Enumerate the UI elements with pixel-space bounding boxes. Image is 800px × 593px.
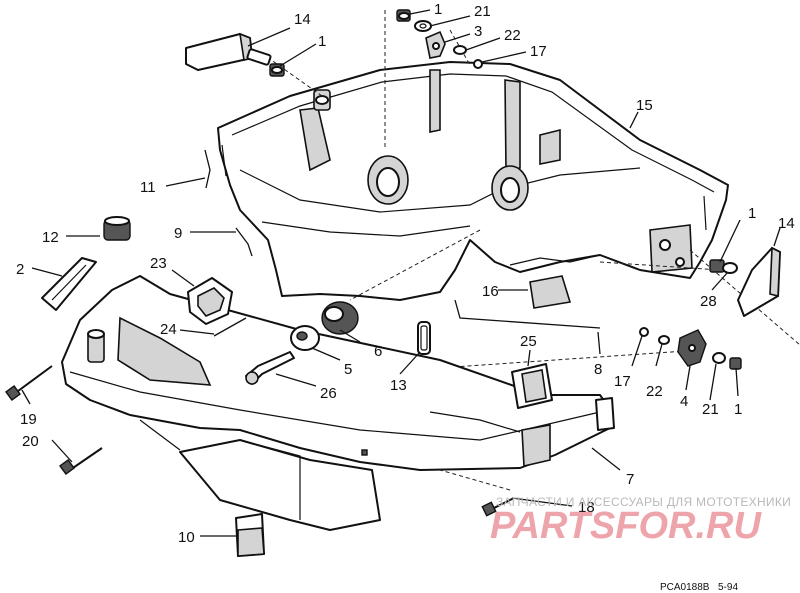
callout-labels: 1 21 3 22 17 14 1 15 11 9 12 2 23 24 6 5… <box>16 1 795 546</box>
part-28-washer <box>722 262 738 274</box>
callout-13: 13 <box>390 377 407 394</box>
callout-2: 2 <box>16 261 24 278</box>
callout-19: 19 <box>20 411 37 428</box>
part-4-bracket <box>677 329 707 367</box>
part-17-screw-top <box>473 59 483 69</box>
part-8-seal-line <box>454 299 601 329</box>
part-18-bolt <box>481 497 515 517</box>
callout-6: 6 <box>374 343 382 360</box>
callout-28: 28 <box>700 293 717 310</box>
part-6-bushing <box>321 301 359 335</box>
callout-24: 24 <box>160 321 177 338</box>
part-14-handle-top <box>185 32 272 71</box>
part-1-nut-right <box>729 357 742 370</box>
callout-5: 5 <box>344 361 352 378</box>
part-1-nut-top-right <box>396 9 411 22</box>
watermark-tagline: ЗАПЧАСТИ И АКСЕССУАРЫ ДЛЯ МОТОТЕХНИКИ <box>496 495 791 509</box>
part-10-pad <box>235 513 265 557</box>
callout-1: 1 <box>734 401 742 418</box>
callout-15: 15 <box>636 97 653 114</box>
part-22-washer-top <box>453 45 467 55</box>
part-1-nut-right-upper <box>709 259 725 273</box>
part-23-boot <box>187 277 233 325</box>
callout-1: 1 <box>748 205 756 222</box>
part-14-handle-right <box>737 246 781 317</box>
part-19-bolt <box>5 365 53 401</box>
part-25-bracket <box>511 363 553 409</box>
callout-20: 20 <box>22 433 39 450</box>
callout-14: 14 <box>294 11 311 28</box>
part-21-washer-right <box>712 352 726 364</box>
watermark-brand: PARTSFOR.RU <box>490 505 762 547</box>
callout-12: 12 <box>42 229 59 246</box>
part-15-lower-cover <box>217 61 729 301</box>
callout-8: 8 <box>594 361 602 378</box>
callout-16: 16 <box>482 283 499 300</box>
callout-23: 23 <box>150 255 167 272</box>
callout-22: 22 <box>504 27 521 44</box>
part-26-stud <box>245 351 295 385</box>
callout-17: 17 <box>614 373 631 390</box>
part-13-clip <box>417 321 431 355</box>
part-17-screw-right <box>639 327 649 337</box>
drawing-code: PCA0188B <box>660 582 710 593</box>
callout-21: 21 <box>474 3 491 20</box>
part-11-seal-mark <box>204 149 211 189</box>
callout-22: 22 <box>646 383 663 400</box>
part-24-pin <box>213 317 247 337</box>
part-2-latch-plate <box>41 257 97 311</box>
callout-1: 1 <box>434 1 442 18</box>
part-21-washer-top <box>414 20 432 32</box>
part-16-pad <box>529 275 572 309</box>
callout-25: 25 <box>520 333 537 350</box>
part-5-bushing <box>290 325 320 351</box>
callout-10: 10 <box>178 529 195 546</box>
callout-1: 1 <box>318 33 326 50</box>
leader-lines <box>21 9 781 537</box>
small-square-mark <box>361 449 368 456</box>
part-3-bracket <box>425 30 446 59</box>
callout-17: 17 <box>530 43 547 60</box>
part-22-washer-right <box>658 335 670 345</box>
callout-21: 21 <box>702 401 719 418</box>
drawing-date: 5-94 <box>718 582 738 593</box>
part-1-nut-top-left <box>269 63 285 77</box>
callout-11: 11 <box>140 179 156 196</box>
part-9-seal-mark <box>235 227 253 257</box>
callout-18: 18 <box>578 499 595 516</box>
part-12-grommet <box>103 216 131 241</box>
part-7-lower-cowl <box>61 275 615 531</box>
callout-26: 26 <box>320 385 337 402</box>
callout-7: 7 <box>626 471 634 488</box>
callout-3: 3 <box>474 23 482 40</box>
callout-9: 9 <box>174 225 182 242</box>
callout-4: 4 <box>680 393 688 410</box>
part-20-bolt <box>59 447 103 475</box>
callout-14: 14 <box>778 215 795 232</box>
